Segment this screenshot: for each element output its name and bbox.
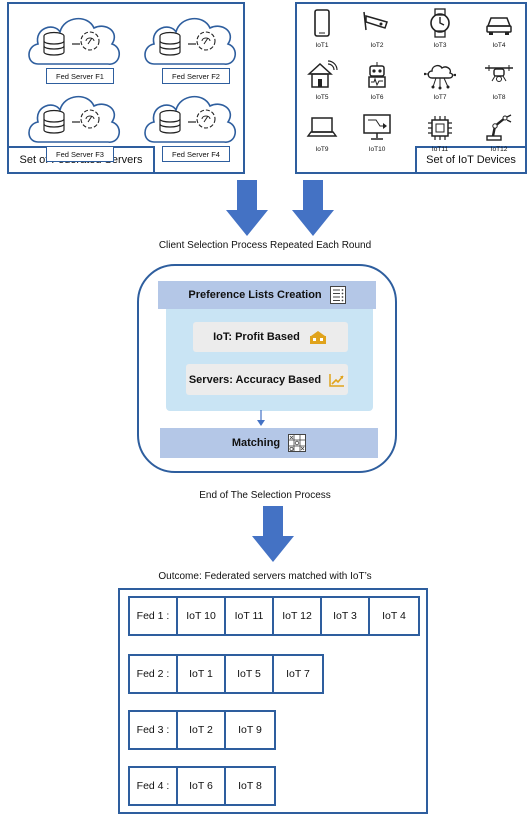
iot-device-label: IoT6 (370, 94, 384, 101)
trend-chart-icon (329, 373, 345, 387)
iot-cell: IoT 4 (382, 610, 406, 622)
iot-device-label: IoT1 (315, 42, 329, 49)
iot-device-2: IoT2 (352, 8, 402, 60)
iot-cell: IoT 5 (226, 656, 274, 692)
list-icon (329, 286, 346, 304)
laptop-icon (306, 117, 338, 137)
iot-device-7: IoT7 (415, 60, 465, 112)
fed-server-2: Fed Server F2 (140, 10, 245, 90)
cloud-server-icon (144, 95, 236, 143)
iot-cell: IoT 10 (178, 598, 226, 634)
fed-server-1: Fed Server F1 (24, 10, 129, 90)
iot-device-10: IoT10 (352, 112, 402, 164)
iot-device-6: IoT6 (352, 60, 402, 112)
cloud-network-icon (424, 64, 456, 90)
money-house-icon (309, 331, 326, 344)
robot-icon (368, 62, 386, 88)
end-process-caption: End of The Selection Process (199, 490, 331, 501)
server-accuracy-label: Servers: Accuracy Based (188, 373, 322, 386)
fed-cell: Fed 2 : (130, 656, 178, 692)
iot-cell: IoT 6 (178, 768, 226, 804)
car-icon (486, 17, 512, 35)
smartwatch-icon (430, 8, 450, 38)
iot-cell: IoT 3 (322, 598, 370, 634)
iot-device-12: IoT12 (474, 112, 524, 164)
iot-profit-label: IoT: Profit Based (213, 331, 300, 343)
monitor-icon (363, 114, 391, 140)
iot-device-label: IoT11 (431, 146, 449, 153)
iot-cell: IoT 9 (238, 724, 262, 736)
iot-profit-bar: IoT: Profit Based (193, 322, 348, 352)
iot-cell: IoT 11 (226, 598, 274, 634)
small-down-arrow (257, 410, 265, 426)
cloud-server-icon (144, 17, 236, 65)
iot-device-label: IoT12 (490, 146, 508, 153)
iot-device-9: IoT9 (297, 112, 347, 164)
fed-server-label: Fed Server F3 (46, 146, 114, 162)
fed-server-3: Fed Server F3 (24, 88, 129, 168)
outcome-caption: Outcome: Federated servers matched with … (158, 571, 372, 582)
iot-device-1: IoT1 (297, 8, 347, 60)
iot-device-label: IoT2 (370, 42, 384, 49)
preference-lists-label: Preference Lists Creation (188, 289, 322, 301)
iot-cell: IoT 12 (274, 598, 322, 634)
tic-tac-toe-icon (288, 434, 307, 452)
matching-label: Matching (231, 437, 281, 449)
selection-process-caption: Client Selection Process Repeated Each R… (158, 240, 372, 251)
iot-cell: IoT 2 (178, 712, 226, 748)
security-camera-icon (363, 11, 388, 31)
down-arrow-center (252, 506, 294, 562)
cloud-server-icon (28, 95, 120, 143)
iot-cell: IoT 7 (286, 668, 310, 680)
iot-device-label: IoT5 (315, 94, 329, 101)
preference-lists-bar: Preference Lists Creation (158, 281, 376, 309)
smartphone-icon (314, 9, 330, 37)
cloud-server-icon (28, 17, 120, 65)
iot-device-label: IoT9 (315, 146, 329, 153)
iot-cell: IoT 8 (238, 780, 262, 792)
matching-bar: Matching (160, 428, 378, 458)
iot-devices-title: Set of IoT Devices (415, 146, 527, 174)
iot-device-11: IoT11 (415, 112, 465, 164)
chip-icon (428, 116, 452, 140)
iot-device-label: IoT4 (492, 42, 506, 49)
fed-cell: Fed 3 : (130, 712, 178, 748)
outcome-panel (118, 588, 428, 814)
down-arrow-right (292, 180, 334, 236)
iot-device-label: IoT8 (492, 94, 506, 101)
drone-icon (485, 65, 513, 82)
smart-home-icon (307, 60, 338, 88)
match-row-fed-4: Fed 4 :IoT 6 IoT 8 (128, 766, 276, 806)
fed-server-label: Fed Server F4 (162, 146, 230, 162)
fed-server-label: Fed Server F2 (162, 68, 230, 84)
iot-device-label: IoT10 (368, 146, 386, 153)
down-arrow-left (226, 180, 268, 236)
iot-device-label: IoT7 (433, 94, 447, 101)
fed-cell: Fed 1 : (130, 598, 178, 634)
iot-device-4: IoT4 (474, 8, 524, 60)
iot-device-label: IoT3 (433, 42, 447, 49)
iot-cell: IoT 1 (178, 656, 226, 692)
iot-device-3: IoT3 (415, 8, 465, 60)
match-row-fed-3: Fed 3 :IoT 2 IoT 9 (128, 710, 276, 750)
fed-server-label: Fed Server F1 (46, 68, 114, 84)
server-accuracy-bar: Servers: Accuracy Based (186, 364, 348, 395)
iot-device-8: IoT8 (474, 60, 524, 112)
robotic-arm-icon (486, 114, 512, 141)
fed-cell: Fed 4 : (130, 768, 178, 804)
fed-server-4: Fed Server F4 (140, 88, 245, 168)
iot-device-5: IoT5 (297, 60, 347, 112)
iot-devices-panel (295, 2, 527, 174)
